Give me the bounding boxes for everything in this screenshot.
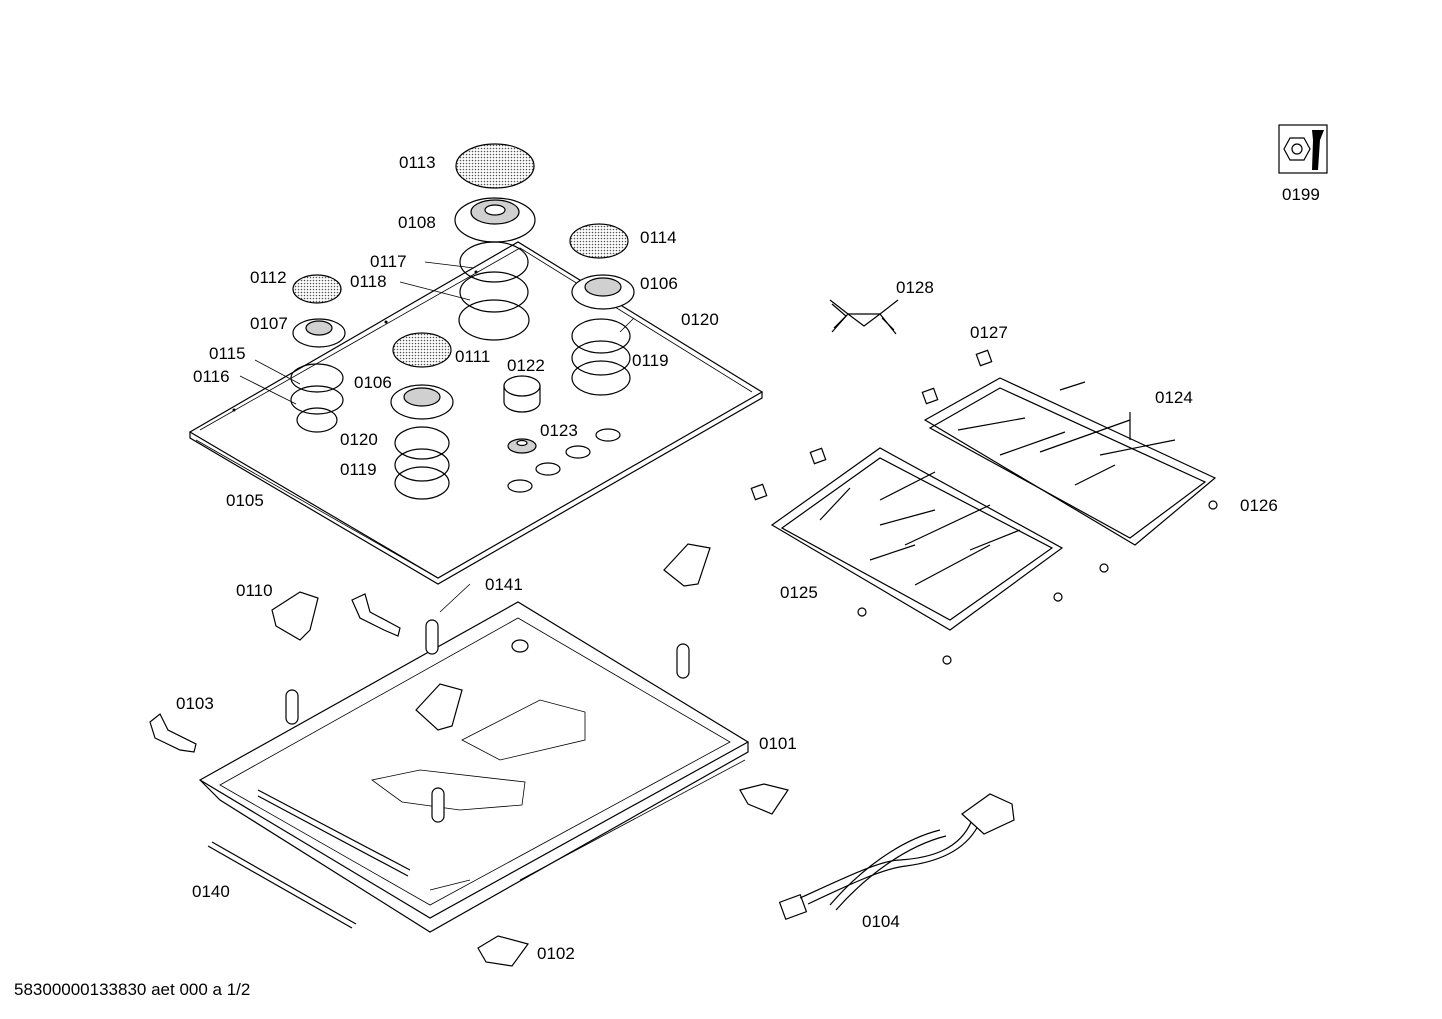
label-0119-right: 0119: [632, 351, 669, 370]
label-0115: 0115: [209, 344, 246, 363]
label-0113: 0113: [399, 153, 436, 172]
label-0140: 0140: [192, 882, 230, 901]
seal-strip: [207, 841, 357, 929]
label-0101: 0101: [759, 734, 797, 753]
label-0120-middle: 0120: [340, 430, 378, 449]
label-0127: 0127: [970, 323, 1008, 342]
label-0107: 0107: [250, 314, 288, 333]
label-0102: 0102: [537, 944, 575, 963]
label-0108: 0108: [398, 213, 436, 232]
wok-adapter: [829, 299, 899, 335]
label-0103: 0103: [176, 694, 214, 713]
rubber-feet: [750, 349, 993, 501]
label-0111: 0111: [455, 347, 490, 366]
tray-screws: [285, 619, 690, 823]
label-0105: 0105: [226, 491, 264, 510]
leader-lines: [239, 261, 635, 613]
middle-burner-assembly: [390, 332, 454, 500]
label-0114: 0114: [640, 228, 677, 247]
cooktop-plate: [188, 241, 764, 585]
wrench-nut-icon: [1278, 124, 1328, 174]
label-0119-middle: 0119: [340, 460, 377, 479]
pan-support-small: [770, 447, 1064, 665]
label-0104: 0104: [862, 912, 900, 931]
label-0199: 0199: [1282, 185, 1320, 204]
label-0126: 0126: [1240, 496, 1278, 515]
large-burner-assembly: [454, 143, 536, 341]
label-0106-right: 0106: [640, 274, 678, 293]
label-0120-right: 0120: [681, 310, 719, 329]
document-footer: 58300000133830 aet 000 a 1/2: [14, 980, 251, 999]
label-0122: 0122: [507, 356, 545, 375]
label-0141: 0141: [485, 575, 523, 594]
label-0123: 0123: [540, 421, 578, 440]
label-0128: 0128: [896, 278, 934, 297]
brackets: [149, 543, 789, 967]
label-0117: 0117: [370, 252, 407, 271]
power-cable: [778, 793, 1015, 920]
label-0112: 0112: [250, 268, 287, 287]
small-burner-assembly: [290, 274, 346, 433]
label-0124: 0124: [1155, 388, 1193, 407]
control-knob: [503, 375, 541, 454]
label-0118: 0118: [350, 272, 387, 291]
base-tray: [198, 601, 750, 933]
label-0106-middle: 0106: [354, 373, 392, 392]
label-0125: 0125: [780, 583, 818, 602]
right-burner-assembly: [569, 223, 635, 396]
label-0116: 0116: [193, 367, 230, 386]
pan-support-large: [923, 377, 1218, 573]
label-0110: 0110: [236, 581, 273, 600]
